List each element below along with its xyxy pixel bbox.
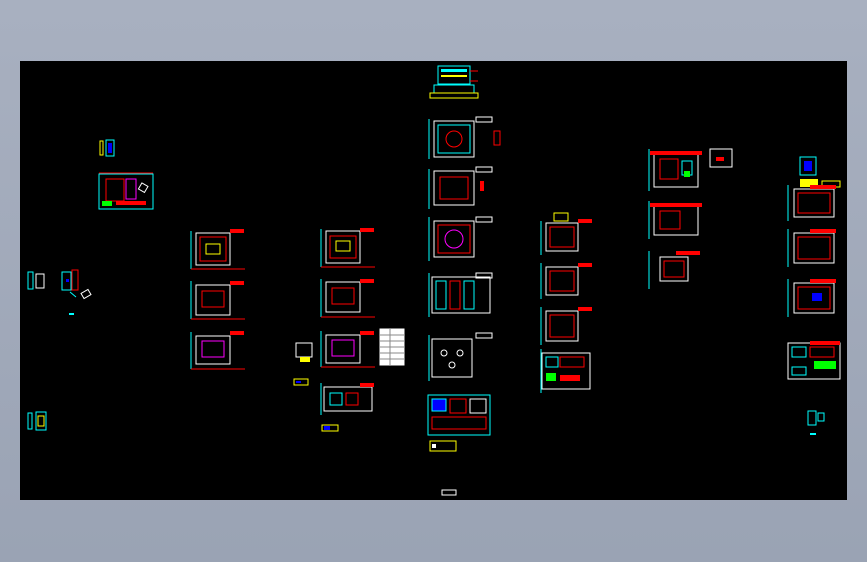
center-view-1 xyxy=(428,116,501,159)
plate-view-col3-2 xyxy=(320,279,375,318)
plate-view-col5-4 xyxy=(540,349,591,393)
center-view-5 xyxy=(428,332,493,381)
plate-view-col5-3 xyxy=(540,307,592,345)
parts-list-table xyxy=(379,328,405,366)
drawing-svg xyxy=(27,65,841,496)
part-detail-left-bottom xyxy=(27,411,47,431)
plate-view-right-3 xyxy=(787,279,836,317)
side-parts-col3 xyxy=(293,342,313,386)
center-view-3 xyxy=(428,216,493,261)
drawing-origin-marker xyxy=(441,489,457,496)
plate-view-col3-1 xyxy=(320,228,375,268)
plate-view-col6-2 xyxy=(648,201,702,239)
part-detail-right-bottom xyxy=(807,410,825,435)
plate-view-right-4 xyxy=(787,341,841,380)
part-detail-left-block xyxy=(98,172,154,210)
plate-view-right-top xyxy=(799,156,841,188)
plate-view-col5-1 xyxy=(540,212,592,255)
plate-view-right-1 xyxy=(787,185,836,221)
plate-view-col2-2 xyxy=(190,281,245,320)
plate-view-col3-4 xyxy=(320,383,374,432)
plate-view-col3-3 xyxy=(320,331,375,368)
plate-view-col2-1 xyxy=(190,229,245,270)
center-view-4 xyxy=(428,272,493,317)
cad-drawing-canvas[interactable] xyxy=(20,61,847,500)
center-view-2 xyxy=(428,166,493,209)
center-view-6 xyxy=(427,394,491,452)
plate-view-col6-3 xyxy=(648,251,700,289)
plate-view-right-2 xyxy=(787,229,836,267)
assembly-elevation-view xyxy=(429,65,479,99)
plate-view-col6-1 xyxy=(648,148,733,191)
part-detail-left-middle xyxy=(27,269,92,315)
part-detail-left-top xyxy=(99,139,115,157)
plate-view-col2-3 xyxy=(190,331,245,370)
plate-view-col5-2 xyxy=(540,263,592,299)
